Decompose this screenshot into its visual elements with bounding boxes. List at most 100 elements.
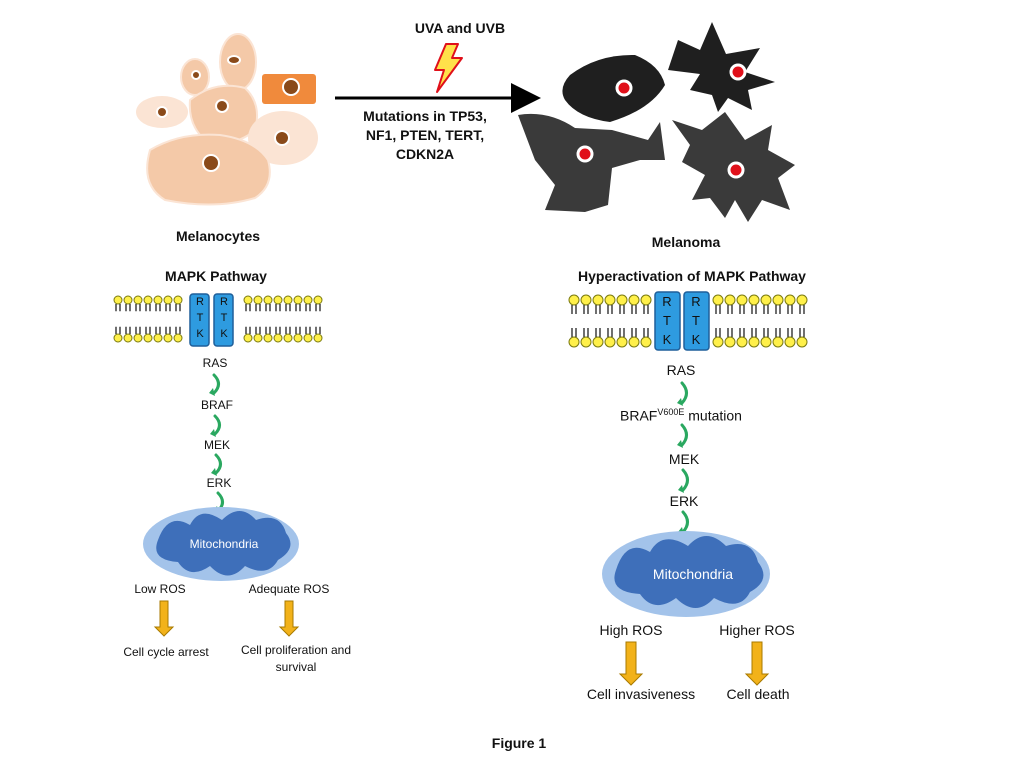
mitochondrion-right — [602, 531, 770, 617]
lipid-tail — [145, 326, 151, 334]
high-ros-label: High ROS — [599, 622, 663, 638]
lipid-head — [293, 333, 303, 343]
lipid-head — [592, 294, 604, 306]
melanoma-label: Melanoma — [651, 234, 721, 250]
lipid-tail — [245, 304, 251, 312]
lipid-head — [283, 333, 293, 343]
cascade-arrowhead — [677, 440, 683, 448]
lipid-tail — [727, 328, 733, 337]
lipid-tail — [305, 304, 311, 312]
v600e-superscript: V600E — [657, 407, 685, 417]
melanoma-cell — [562, 54, 665, 122]
lipid-head — [173, 295, 183, 305]
lipid-tail — [787, 305, 793, 314]
lipid-head — [640, 336, 652, 348]
lipid-head — [736, 336, 748, 348]
lipid-head — [760, 294, 772, 306]
higher-ros-label: Higher ROS — [719, 622, 795, 638]
mitochondria-label-right: Mitochondria — [652, 566, 734, 582]
lipid-head — [143, 295, 153, 305]
lipid-head — [772, 336, 784, 348]
cascade-ras: RAS — [666, 362, 696, 378]
mitochondria-label-left: Mitochondria — [189, 537, 259, 551]
lipid-tail — [619, 305, 625, 314]
lipid-tail — [619, 328, 625, 337]
lipid-head — [153, 295, 163, 305]
melanocyte-nucleus — [282, 78, 300, 96]
lipid-head — [123, 295, 133, 305]
cascade-arrowhead — [210, 429, 216, 437]
lipid-head — [712, 336, 724, 348]
mitochondrion-left — [143, 507, 299, 581]
lipid-tail — [165, 326, 171, 334]
lipid-head — [293, 295, 303, 305]
cascade-arrowhead — [209, 388, 215, 396]
lipid-tail — [643, 328, 649, 337]
lipid-head — [303, 333, 313, 343]
lipid-head — [796, 294, 808, 306]
cascade-braf-mutation: BRAFV600E mutation — [620, 407, 742, 424]
lipid-tail — [595, 305, 601, 314]
figure-caption: Figure 1 — [491, 735, 547, 751]
lipid-tail — [315, 304, 321, 312]
lipid-head — [712, 294, 724, 306]
yellow-arrows-left — [153, 600, 300, 637]
mutations-label-line2: NF1, PTEN, TERT, — [365, 127, 485, 143]
lipid-head — [143, 333, 153, 343]
rtk-letter: R — [220, 296, 228, 308]
lipid-head — [724, 294, 736, 306]
melanoma-nucleus — [729, 63, 747, 81]
lipid-head — [568, 336, 580, 348]
rtk-letter: R — [662, 294, 672, 309]
lipid-head — [273, 295, 283, 305]
lipid-tail — [115, 304, 121, 312]
lipid-head — [628, 294, 640, 306]
lipid-head — [113, 333, 123, 343]
lipid-head — [253, 333, 263, 343]
low-ros-label: Low ROS — [134, 582, 186, 596]
rtk-letter: K — [662, 332, 672, 347]
survival-label: survival — [275, 660, 317, 674]
cell-cycle-arrest-label: Cell cycle arrest — [123, 645, 209, 659]
rtk-letter: R — [691, 294, 701, 309]
cascade-curve-arrow — [681, 468, 689, 492]
cascade-curve-arrow — [213, 414, 221, 436]
lipid-tail — [125, 304, 131, 312]
right-panel-title: Hyperactivation of MAPK Pathway — [578, 268, 806, 284]
lipid-tail — [763, 305, 769, 314]
lipid-tail — [275, 304, 281, 312]
lipid-tail — [631, 305, 637, 314]
cascade-mek: MEK — [668, 451, 700, 467]
melanocyte-nucleus — [227, 55, 241, 65]
lipid-tail — [265, 304, 271, 312]
lipid-head — [580, 294, 592, 306]
lipid-head — [580, 336, 592, 348]
down-arrow — [618, 641, 644, 686]
lipid-tail — [775, 328, 781, 337]
uv-label: UVA and UVB — [414, 20, 506, 36]
melanoma-cluster — [518, 22, 795, 222]
cascade-braf: BRAF — [200, 398, 234, 412]
lipid-tail — [775, 305, 781, 314]
lipid-head — [568, 294, 580, 306]
lipid-tail — [295, 304, 301, 312]
lipid-tail — [285, 304, 291, 312]
lipid-tail — [255, 326, 261, 334]
lipid-head — [736, 294, 748, 306]
cascade-arrowhead — [678, 485, 684, 493]
lipid-head — [263, 295, 273, 305]
lipid-tail — [275, 326, 281, 334]
cascade-arrowhead — [677, 398, 683, 406]
adequate-ros-label: Adequate ROS — [248, 582, 330, 596]
lipid-head — [628, 336, 640, 348]
lipid-head — [133, 333, 143, 343]
cell-membrane-right — [568, 294, 808, 348]
lipid-tail — [643, 305, 649, 314]
lipid-head — [163, 333, 173, 343]
rtk-letter: K — [220, 328, 228, 340]
lipid-head — [640, 294, 652, 306]
melanocyte-cluster — [136, 33, 318, 206]
down-arrow — [744, 641, 770, 686]
lipid-head — [796, 336, 808, 348]
lipid-head — [163, 295, 173, 305]
